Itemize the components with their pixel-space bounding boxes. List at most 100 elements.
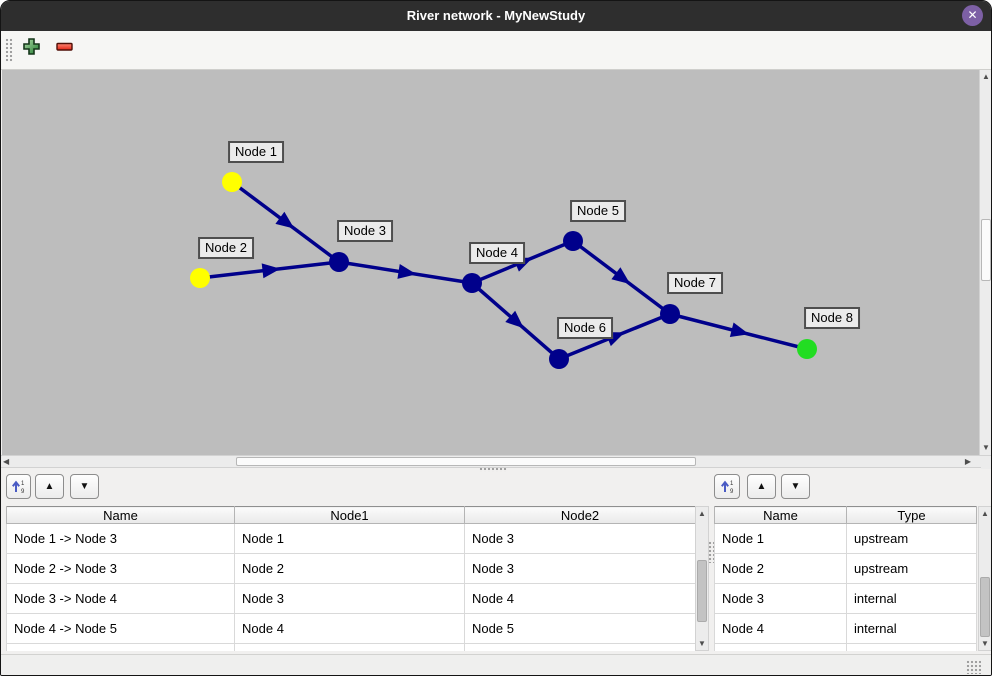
graph-vertical-scrollbar[interactable]: ▲ ▼: [979, 70, 991, 455]
table-cell[interactable]: Node 3: [464, 553, 696, 584]
graph-node-node-4[interactable]: [462, 273, 482, 293]
table-cell: [714, 643, 847, 651]
node-label: Node 6: [557, 317, 613, 339]
table-cell[interactable]: Node 3 -> Node 4: [6, 583, 235, 614]
scroll-up-icon[interactable]: ▲: [698, 509, 706, 518]
down-arrow-icon: ▼: [790, 481, 801, 492]
branches-scroll-thumb[interactable]: [697, 560, 707, 622]
nodes-move-down-button[interactable]: ▼: [781, 474, 810, 499]
flow-direction-arrow-icon: [397, 264, 417, 279]
table-cell[interactable]: Node 4: [464, 583, 696, 614]
svg-text:9: 9: [730, 489, 734, 494]
sort-icon: 1 9: [720, 480, 734, 494]
nodes-move-up-button[interactable]: ▲: [747, 474, 776, 499]
branches-move-down-button[interactable]: ▼: [70, 474, 99, 499]
node-row: [714, 643, 977, 651]
remove-button[interactable]: [52, 34, 76, 58]
nodes-scroll-thumb[interactable]: [980, 577, 990, 637]
branches-move-up-button[interactable]: ▲: [35, 474, 64, 499]
graph-node-node-3[interactable]: [329, 252, 349, 272]
graph-node-node-2[interactable]: [190, 268, 210, 288]
scroll-down-icon[interactable]: ▼: [982, 443, 990, 452]
svg-text:1: 1: [730, 481, 734, 487]
graph-node-node-8[interactable]: [797, 339, 817, 359]
up-arrow-icon: ▲: [44, 481, 55, 492]
column-header: Node2: [464, 506, 696, 524]
status-bar: [1, 654, 991, 675]
scroll-right-icon[interactable]: ▶: [964, 457, 971, 466]
table-cell[interactable]: Node 4: [714, 613, 847, 644]
minus-icon: [55, 42, 73, 51]
scroll-left-icon[interactable]: ◀: [3, 457, 10, 466]
resize-grip[interactable]: [966, 660, 981, 674]
node-label: Node 8: [804, 307, 860, 329]
table-cell[interactable]: Node 4 -> Node 5: [6, 613, 235, 644]
table-cell[interactable]: upstream: [846, 553, 977, 584]
graph-node-node-7[interactable]: [660, 304, 680, 324]
nodes-table-scrollbar[interactable]: ▲ ▼: [978, 506, 991, 651]
tables-splitter-handle[interactable]: [708, 541, 714, 563]
graph-hscroll-thumb[interactable]: [236, 457, 696, 466]
table-cell: [464, 643, 696, 651]
table-cell[interactable]: upstream: [846, 523, 977, 554]
column-header: Name: [6, 506, 235, 524]
table-cell: [846, 643, 977, 651]
table-cell[interactable]: Node 4: [234, 613, 465, 644]
table-cell[interactable]: internal: [846, 583, 977, 614]
node-label: Node 5: [570, 200, 626, 222]
table-cell[interactable]: internal: [846, 613, 977, 644]
scroll-up-icon[interactable]: ▲: [981, 509, 989, 518]
table-cell[interactable]: Node 2: [234, 553, 465, 584]
close-icon: ✕: [967, 8, 978, 22]
nodes-sort-button[interactable]: 1 9: [714, 474, 740, 499]
node-label: Node 4: [469, 242, 525, 264]
add-button[interactable]: [19, 34, 43, 58]
graph-node-node-6[interactable]: [549, 349, 569, 369]
toolbar-drag-handle[interactable]: [5, 38, 13, 62]
table-cell[interactable]: Node 2 -> Node 3: [6, 553, 235, 584]
table-cell[interactable]: Node 5: [464, 613, 696, 644]
close-button[interactable]: ✕: [962, 5, 983, 26]
node-label: Node 1: [228, 141, 284, 163]
horizontal-splitter-handle[interactable]: [479, 467, 507, 472]
titlebar[interactable]: River network - MyNewStudy ✕: [1, 1, 991, 31]
branches-sort-button[interactable]: 1 9: [6, 474, 31, 499]
scroll-down-icon[interactable]: ▼: [698, 639, 706, 648]
node-label: Node 3: [337, 220, 393, 242]
graph-node-node-5[interactable]: [563, 231, 583, 251]
table-cell[interactable]: Node 1: [234, 523, 465, 554]
flow-direction-arrow-icon: [729, 322, 750, 338]
window-title: River network - MyNewStudy: [406, 8, 586, 23]
column-header: Node1: [234, 506, 465, 524]
flow-direction-arrow-icon: [275, 211, 295, 229]
graph-node-node-1[interactable]: [222, 172, 242, 192]
graph-vscroll-thumb[interactable]: [981, 219, 991, 281]
branches-table-scrollbar[interactable]: ▲ ▼: [695, 506, 709, 651]
scroll-down-icon[interactable]: ▼: [981, 639, 989, 648]
scroll-up-icon[interactable]: ▲: [982, 72, 990, 81]
column-header: Name: [714, 506, 847, 524]
table-cell[interactable]: Node 3: [234, 583, 465, 614]
node-label: Node 7: [667, 272, 723, 294]
branch-row: [6, 643, 696, 651]
table-cell[interactable]: Node 1 -> Node 3: [6, 523, 235, 554]
table-cell[interactable]: Node 2: [714, 553, 847, 584]
table-cell[interactable]: Node 3: [464, 523, 696, 554]
table-cell[interactable]: Node 3: [714, 583, 847, 614]
flow-direction-arrow-icon: [261, 263, 281, 279]
table-cell[interactable]: Node 1: [714, 523, 847, 554]
